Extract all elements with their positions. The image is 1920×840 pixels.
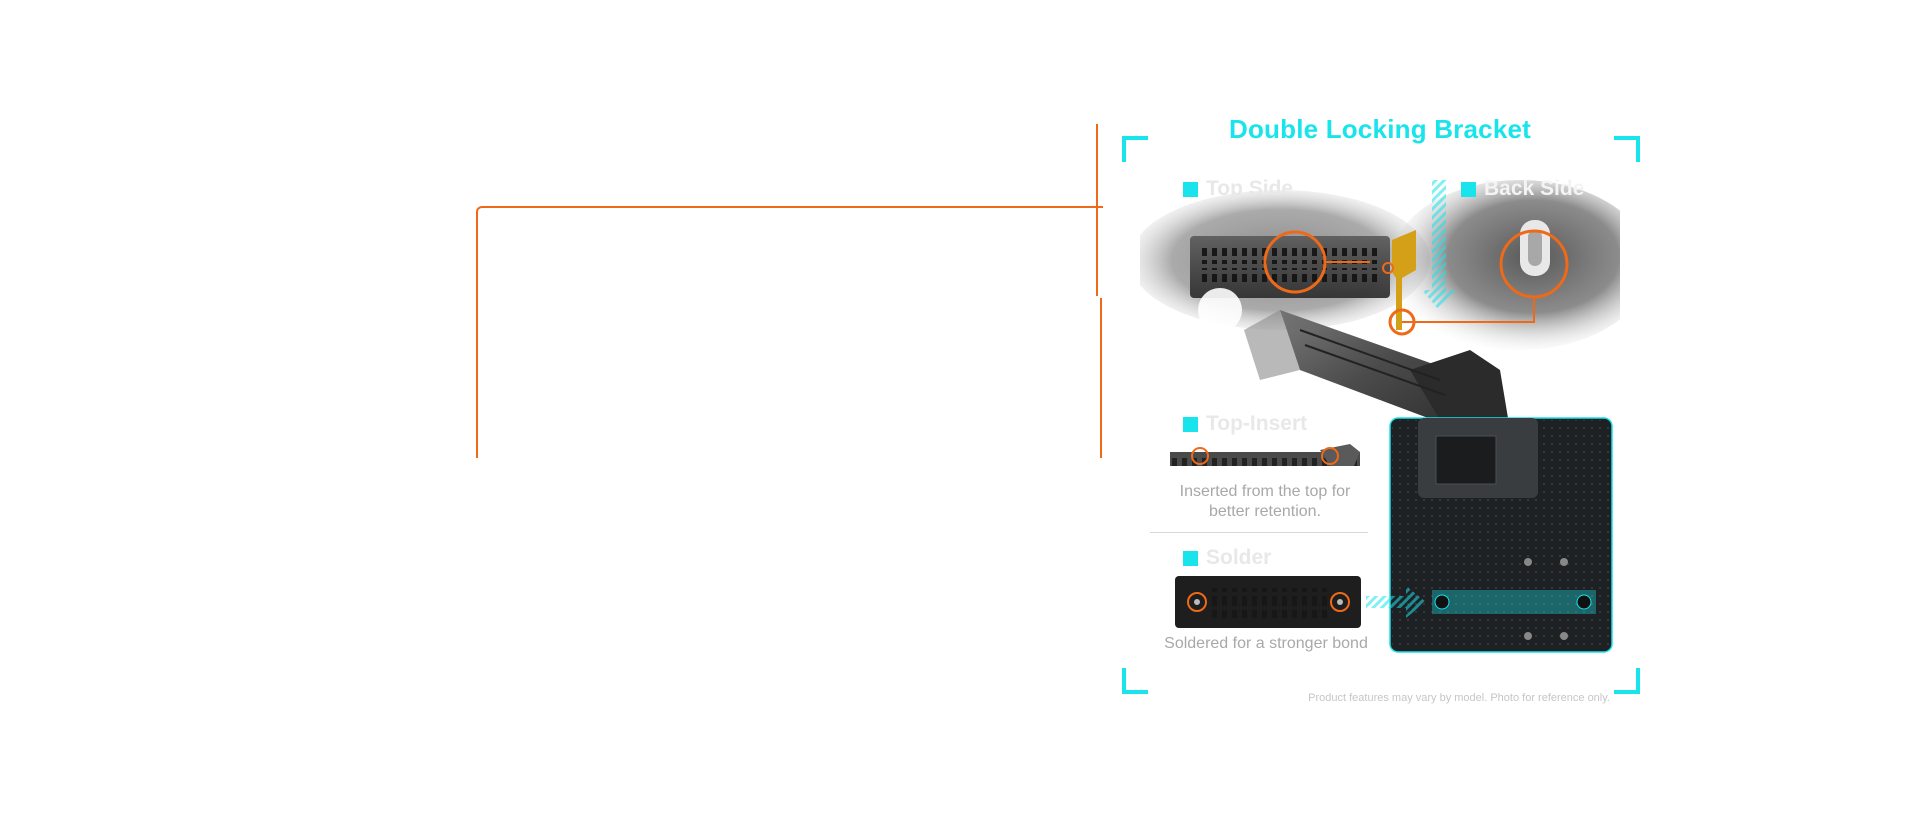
corner-bracket-bottom-left — [1122, 668, 1148, 694]
gold-clip — [1382, 230, 1416, 336]
top-side-photo — [1140, 190, 1430, 332]
disclaimer-text: Product features may vary by model. Phot… — [1308, 692, 1610, 704]
section-label-top-insert: Top-Insert — [1206, 412, 1308, 435]
feature-title: Double Locking Bracket — [1228, 114, 1532, 144]
corner-bracket-top-right — [1614, 136, 1640, 162]
feature-illustration — [1140, 180, 1620, 653]
orange-connector-frame — [476, 206, 1103, 458]
section-label-top-side: Top Side — [1206, 177, 1294, 200]
square-bullet-icon — [1183, 182, 1198, 197]
back-side-photo — [1390, 180, 1620, 350]
top-insert-slot-photo — [1170, 444, 1360, 466]
solder-caption: Soldered for a stronger bond — [1164, 635, 1368, 652]
section-label-back-side: Back Side — [1484, 177, 1585, 200]
arrow-down — [1422, 180, 1456, 310]
orange-connector-lower — [1100, 298, 1102, 458]
arrow-right — [1366, 586, 1426, 618]
square-bullet-icon — [1183, 417, 1198, 432]
square-bullet-icon — [1183, 551, 1198, 566]
square-bullet-icon — [1461, 182, 1476, 197]
solder-photo — [1175, 576, 1361, 628]
corner-bracket-bottom-right — [1614, 668, 1640, 694]
orange-connector-upper — [1096, 124, 1106, 296]
section-divider — [1150, 532, 1368, 533]
motherboard-photo — [1389, 417, 1613, 653]
top-insert-caption: Inserted from the top for better retenti… — [1179, 483, 1351, 520]
corner-bracket-top-left — [1122, 136, 1148, 162]
section-label-solder: Solder — [1206, 546, 1272, 569]
